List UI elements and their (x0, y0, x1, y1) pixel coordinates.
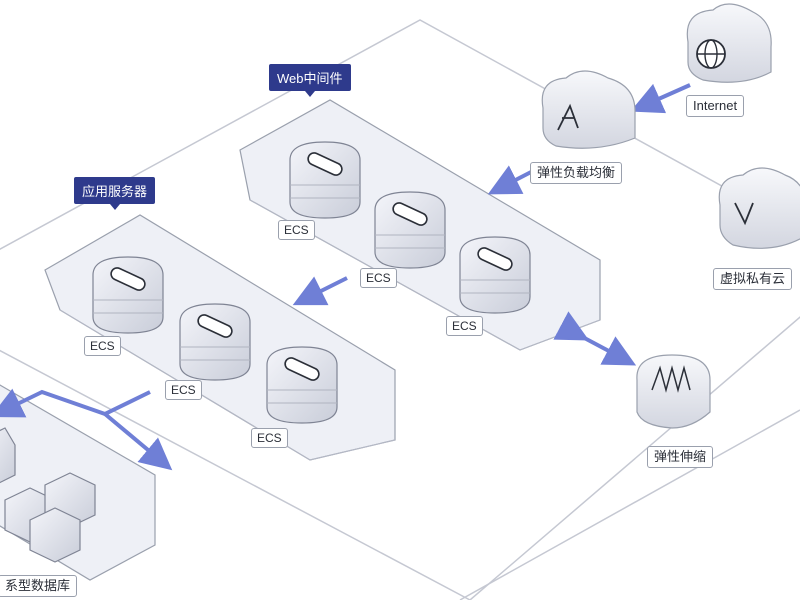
ecs-server-icon (459, 236, 531, 314)
ecs-server-icon (179, 303, 251, 381)
load-balancer-node (541, 70, 636, 149)
ecs-label: ECS (360, 268, 397, 288)
ecs-server-icon (374, 191, 446, 269)
vpc-label: 虚拟私有云 (713, 268, 793, 290)
ecs-label: ECS (278, 220, 315, 240)
group-tag-app-server: 应用服务器 (74, 177, 156, 210)
ecs-server-icon (92, 256, 164, 334)
ecs-server-icon (266, 346, 338, 424)
ecs-label: ECS (446, 316, 483, 336)
ecs-server-icon (289, 141, 361, 219)
auto-scaling-label: 弹性伸缩 (647, 446, 714, 468)
arrow-scaling-bidirectional (553, 311, 637, 366)
connection-arrows (0, 83, 691, 471)
load-balancer-label: 弹性负载均衡 (530, 162, 623, 184)
balancer-icon (557, 103, 579, 131)
auto-scaling-node (636, 354, 711, 429)
ecs-label: ECS (251, 428, 288, 448)
ecs-label: ECS (165, 380, 202, 400)
vpc-node (718, 167, 800, 249)
database-cluster (0, 427, 96, 563)
arrow-internet-to-lb (630, 83, 691, 114)
internet-node (686, 3, 772, 83)
arrow-db-branch (0, 388, 106, 418)
group-tag-web-middleware: Web中间件 (269, 64, 351, 97)
arrow-lb-to-web (487, 165, 536, 195)
auto-scaling-boundary (459, 409, 800, 600)
database-label: 系型数据库 (0, 575, 78, 597)
ecs-label: ECS (84, 336, 121, 356)
arrow-web-to-app (292, 276, 348, 306)
scaling-icon (651, 365, 691, 393)
internet-label: Internet (686, 95, 745, 117)
vpc-icon (734, 202, 754, 226)
